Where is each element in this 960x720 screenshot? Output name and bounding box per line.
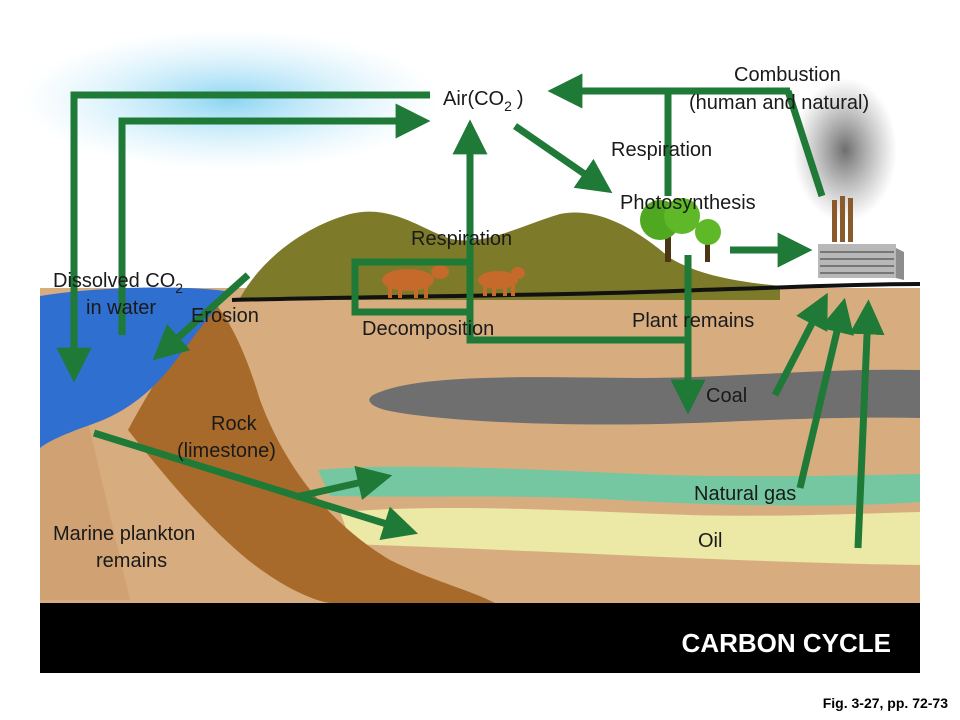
label-photosynthesis: Photosynthesis (620, 192, 756, 214)
label-limestone: (limestone) (177, 440, 276, 462)
natural-gas-layer (318, 466, 920, 506)
label-rock: Rock (211, 413, 258, 435)
limestone-layer (128, 298, 495, 603)
label-erosion: Erosion (191, 305, 259, 327)
marine-sediment (40, 422, 130, 600)
hills (240, 211, 780, 300)
label-marine-plankton: Marine plankton (53, 523, 195, 545)
carbon-flow-arrows (56, 73, 885, 549)
cattle-icon (478, 267, 525, 296)
arrow-plankton-to-oil (92, 429, 419, 541)
bedrock-band (40, 603, 920, 673)
label-combustion: Combustion (734, 64, 841, 86)
label-respiration-top: Respiration (611, 139, 712, 161)
arrow-air-to-photosynthesis (513, 123, 613, 194)
label-in-water: in water (86, 297, 156, 319)
factory-icon (818, 196, 904, 280)
arrow-erosion-to-ocean (152, 272, 251, 361)
arrow-limestone-to-gas (295, 465, 393, 501)
arrow-oil-to-factory (849, 299, 885, 549)
figure-caption: Fig. 3-27, pp. 72-73 (823, 695, 948, 711)
label-respiration-land: Respiration (411, 228, 512, 250)
arrow-gas-to-factory (796, 297, 854, 489)
label-plant-remains: Plant remains (632, 310, 754, 332)
arrow-respiration-loop (351, 258, 470, 316)
label-oil: Oil (698, 530, 722, 552)
label-dissolved-co2: Dissolved CO2 (53, 270, 183, 296)
diagram-banner-title: CARBON CYCLE (682, 628, 891, 658)
label-coal: Coal (706, 385, 747, 407)
label-plankton-remains: remains (96, 550, 167, 572)
tree-icon (640, 198, 700, 262)
label-air: Air(CO2) (443, 88, 524, 114)
label-natural-gas: Natural gas (694, 483, 796, 505)
arrow-coal-to-factory (771, 292, 828, 397)
arrow-air-to-ocean (56, 91, 430, 383)
label-decomposition: Decomposition (362, 318, 494, 340)
arrow-combustion-to-air (784, 89, 826, 198)
arrow-ocean-to-air (118, 103, 431, 335)
oil-layer (340, 508, 920, 565)
tree-icon (695, 219, 721, 262)
labels: Air(CO2) Combustion (human and natural) … (53, 64, 869, 572)
arrow-decomposition-to-air (452, 119, 688, 344)
cattle-icon (382, 265, 449, 298)
sky-cloud (20, 30, 440, 170)
label-combustion-sub: (human and natural) (689, 92, 869, 114)
